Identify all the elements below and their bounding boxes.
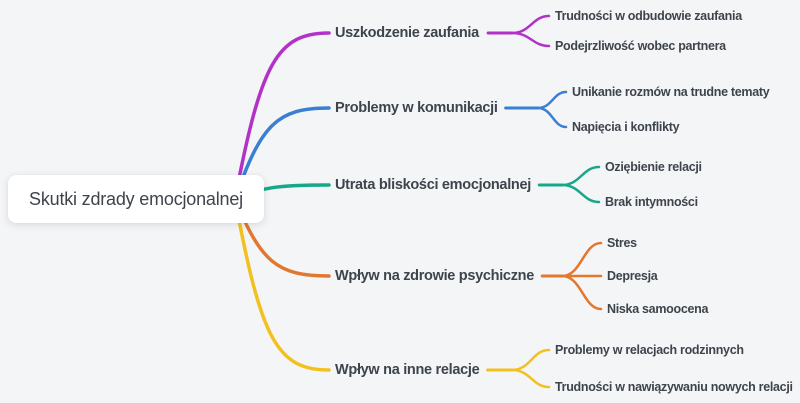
branch-label[interactable]: Wpływ na zdrowie psychiczne	[335, 268, 535, 284]
child-label[interactable]: Niska samoocena	[607, 302, 710, 316]
child-label[interactable]: Oziębienie relacji	[605, 160, 702, 174]
branch-label[interactable]: Wpływ na inne relacje	[335, 362, 480, 378]
branch-label[interactable]: Utrata bliskości emocjonalnej	[335, 177, 532, 193]
child-curve	[510, 348, 551, 372]
child-label[interactable]: Depresja	[607, 269, 659, 283]
child-curve	[560, 183, 601, 204]
child-curve	[536, 106, 568, 129]
child-label[interactable]: Problemy w relacjach rodzinnych	[555, 343, 744, 357]
child-label[interactable]: Napięcia i konflikty	[572, 120, 680, 134]
child-label[interactable]: Podejrzliwość wobec partnera	[555, 39, 727, 53]
branch-curve	[233, 197, 331, 372]
child-curve	[510, 14, 551, 35]
child-curve	[560, 274, 603, 311]
child-curve	[536, 90, 568, 110]
branch-curve	[233, 31, 331, 201]
root-node-label: Skutki zdrady emocjonalnej	[29, 188, 243, 209]
child-label[interactable]: Unikanie rozmów na trudne tematy	[572, 85, 770, 99]
root-node[interactable]: Skutki zdrady emocjonalnej	[8, 175, 264, 223]
branch-label[interactable]: Uszkodzenie zaufania	[335, 25, 480, 41]
child-curve	[560, 241, 603, 278]
branch-label[interactable]: Problemy w komunikacji	[335, 100, 498, 116]
child-label[interactable]: Brak intymności	[605, 195, 698, 209]
child-curve	[560, 165, 601, 187]
child-label[interactable]: Trudności w nawiązywaniu nowych relacji	[555, 380, 793, 394]
child-curve	[510, 31, 551, 48]
child-label[interactable]: Stres	[607, 236, 637, 250]
child-curve	[510, 368, 551, 389]
child-label[interactable]: Trudności w odbudowie zaufania	[555, 9, 743, 23]
